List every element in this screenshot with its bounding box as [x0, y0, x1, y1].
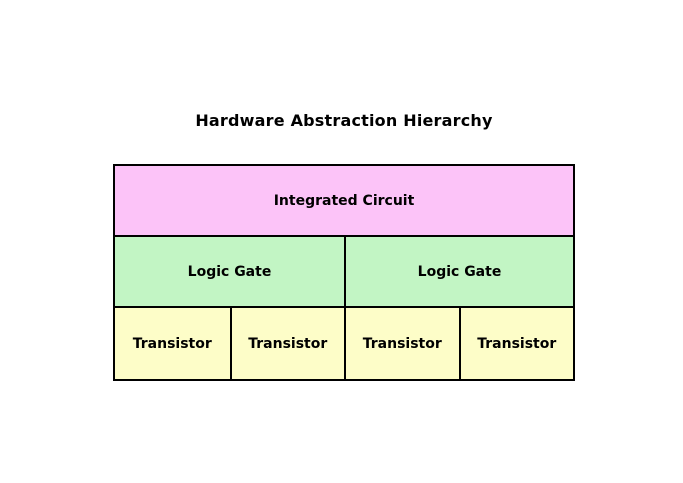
- block-logic-gate-2-label: Logic Gate: [417, 263, 502, 280]
- block-integrated-circuit: Integrated Circuit: [115, 166, 573, 237]
- block-logic-gate-1: Logic Gate: [115, 237, 344, 308]
- diagram-title: Hardware Abstraction Hierarchy: [195, 111, 493, 130]
- block-transistor-2-label: Transistor: [248, 335, 328, 352]
- block-transistor-1: Transistor: [115, 308, 230, 379]
- block-logic-gate-1-label: Logic Gate: [187, 263, 272, 280]
- block-transistor-4: Transistor: [458, 308, 573, 379]
- hierarchy-table: Integrated Circuit Logic Gate Logic Gate…: [113, 164, 575, 381]
- block-logic-gate-2: Logic Gate: [344, 237, 573, 308]
- block-transistor-2: Transistor: [229, 308, 344, 379]
- block-transistor-3-label: Transistor: [362, 335, 442, 352]
- block-transistor-4-label: Transistor: [477, 335, 557, 352]
- block-transistor-1-label: Transistor: [132, 335, 212, 352]
- block-integrated-circuit-label: Integrated Circuit: [273, 192, 415, 209]
- block-transistor-3: Transistor: [344, 308, 459, 379]
